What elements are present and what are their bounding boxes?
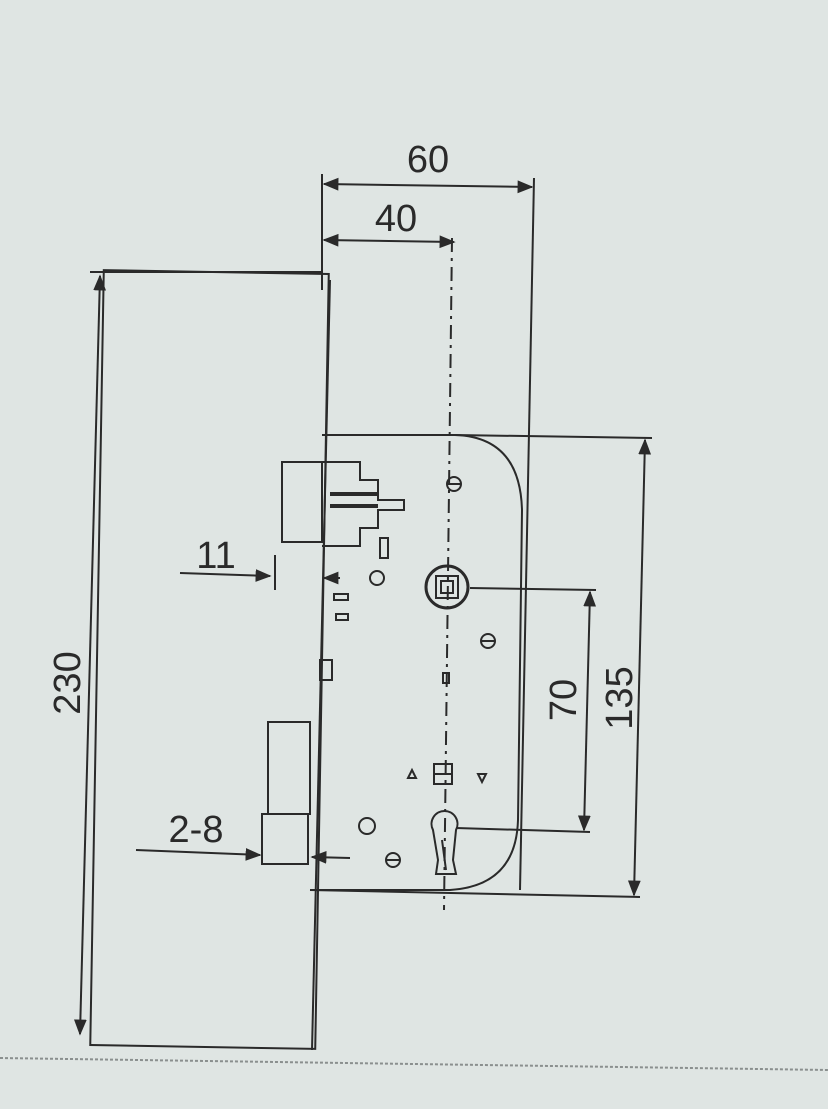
ext-line-135-top	[454, 434, 653, 439]
lock-case	[310, 434, 524, 891]
ext-line-70-top	[469, 587, 597, 591]
label-2-8: 2-8	[169, 809, 224, 851]
dim-line-11-left	[179, 569, 272, 582]
label-11: 11	[196, 535, 235, 577]
screw-bottom	[385, 852, 401, 868]
screw-top	[446, 476, 462, 492]
small-hole	[369, 570, 385, 586]
triangle-left	[406, 767, 418, 779]
paper-edge-line	[0, 1057, 828, 1071]
label-230: 230	[47, 651, 89, 714]
label-60: 60	[407, 139, 449, 181]
dim-line-2-8-right	[310, 850, 351, 864]
ext-line-70-bottom	[455, 827, 591, 833]
label-70: 70	[543, 679, 585, 721]
ext-line-60-right	[519, 177, 535, 891]
dim-line-135	[627, 438, 652, 897]
label-40: 40	[375, 198, 417, 240]
screw-mid	[480, 633, 496, 649]
dim-line-230	[73, 274, 107, 1036]
cylinder-keyhole	[430, 809, 459, 875]
small-slot-2	[333, 593, 349, 601]
ext-line-135-bottom	[309, 889, 641, 898]
latch-spring-housing	[322, 461, 405, 547]
center-line	[443, 237, 453, 911]
label-135: 135	[599, 666, 641, 729]
latch-bolt	[281, 461, 323, 543]
small-tab	[319, 659, 333, 681]
small-slot-3	[335, 613, 349, 621]
deadbolt-base	[261, 813, 309, 865]
dim-line-40	[322, 233, 456, 249]
small-slot	[379, 537, 389, 559]
dim-line-70	[577, 590, 597, 832]
dim-line-2-8-left	[135, 848, 262, 861]
triangle-right	[476, 773, 488, 785]
dim-line-60	[322, 177, 534, 194]
small-hole-2	[358, 817, 376, 835]
